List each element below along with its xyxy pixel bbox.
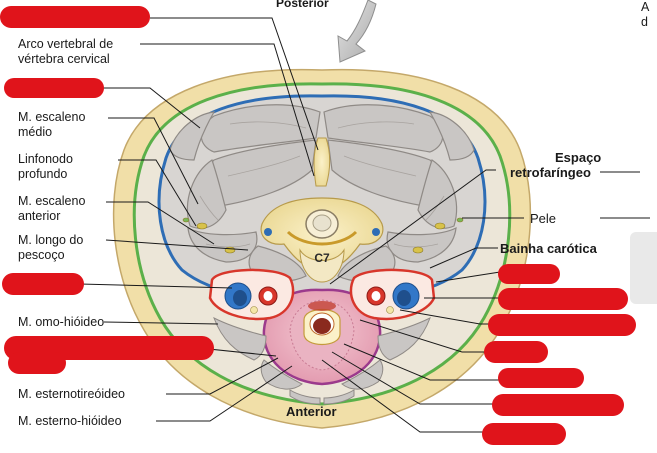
redaction-5 xyxy=(498,264,560,284)
right-carotid-sheath xyxy=(349,268,436,321)
label-arco-vertebral: Arco vertebral de vértebra cervical xyxy=(18,37,114,66)
posterior-arrow xyxy=(337,0,377,63)
redaction-7 xyxy=(488,314,636,336)
label-omo-hioideo: M. omo-hióideo xyxy=(18,315,105,329)
corner-text-1: A xyxy=(641,0,650,14)
label-escaleno-medio: M. escaleno médio xyxy=(18,110,86,139)
label-longo-pescoco: M. longo do pescoço xyxy=(18,233,84,262)
label-espaco-line2: retrofaríngeo xyxy=(510,165,591,180)
leader-lines xyxy=(79,17,650,433)
label-escaleno-anterior: M. escaleno anterior xyxy=(18,194,86,223)
posterior-muscles xyxy=(169,104,475,282)
vertebra-c7 xyxy=(260,137,384,283)
trachea xyxy=(303,301,341,346)
redaction-10 xyxy=(492,394,624,416)
label-linfonodo: Linfonodo profundo xyxy=(18,152,73,181)
label-espaco-line1: Espaço xyxy=(555,150,602,165)
label-bainha-carotida: Bainha carótica xyxy=(500,241,597,256)
vertebra-label: C7 xyxy=(314,251,330,265)
label-posterior: Posterior xyxy=(276,0,329,10)
redaction-3 xyxy=(2,273,84,295)
strap-muscles xyxy=(213,316,431,405)
redaction-9 xyxy=(498,368,584,388)
redaction-8 xyxy=(484,341,548,363)
left-carotid-sheath xyxy=(208,268,295,321)
edge-panel xyxy=(630,232,657,304)
label-esternotireoideo: M. esternotireóideo xyxy=(18,387,126,401)
redaction-11 xyxy=(482,423,566,445)
redaction-2 xyxy=(4,78,104,98)
corner-text-2: d xyxy=(641,15,648,29)
lymph-nodes xyxy=(182,217,464,254)
label-esterno-hioideo: M. esterno-hióideo xyxy=(18,414,122,428)
label-pele: Pele xyxy=(530,211,557,226)
redaction-4b xyxy=(8,352,66,374)
label-anterior: Anterior xyxy=(286,404,337,419)
redaction-6 xyxy=(498,288,628,310)
redaction-1 xyxy=(0,6,150,28)
